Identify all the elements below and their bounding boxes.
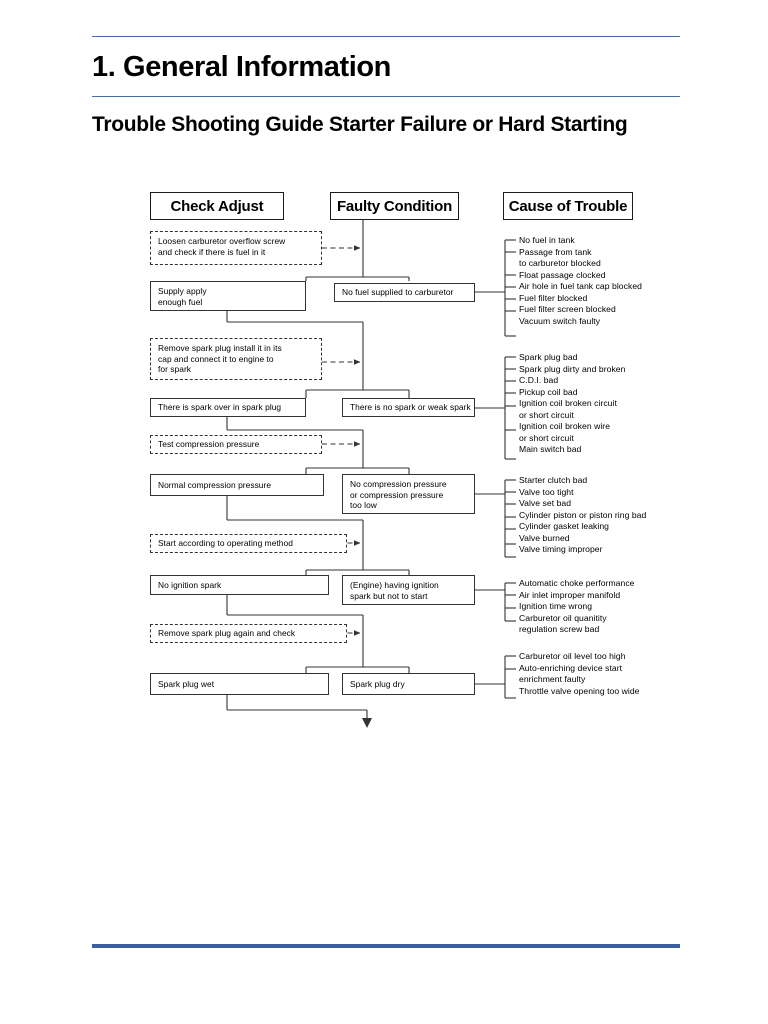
check-box-2-line-2: cap and connect it to engine to xyxy=(158,353,274,364)
ok-box-4: No ignition spark xyxy=(150,575,329,595)
header-rule-bottom xyxy=(92,96,680,97)
check-box-3: Test compression pressure xyxy=(150,435,322,454)
check-box-2: Remove spark plug install it in its cap … xyxy=(150,338,322,380)
cause-item: Air inlet improper manifold xyxy=(519,589,621,600)
cause-item: Throttle valve opening too wide xyxy=(519,685,640,696)
fault-box-2: There is no spark or weak spark xyxy=(342,398,475,417)
page-title: 1. General Information xyxy=(92,51,391,83)
subtitle-line-2: Starter Failure or Hard Starting xyxy=(328,113,628,136)
column-header-faulty-condition: Faulty Condition xyxy=(330,192,459,220)
column-header-label: Cause of Trouble xyxy=(508,197,628,215)
cause-item: C.D.I. bad xyxy=(519,375,559,385)
cause-item: Spark plug dirty and broken xyxy=(519,363,626,374)
cause-item: Starter clutch bad xyxy=(519,475,588,485)
cause-item: Fuel filter screen blocked xyxy=(519,304,616,314)
check-box-5-line-1: Remove spark plug again and check xyxy=(158,628,296,639)
fault-box-1-line-1: No fuel supplied to carburetor xyxy=(342,287,454,298)
fault-box-3-line-2: or compression pressure xyxy=(350,489,444,500)
ok-box-2: There is spark over in spark plug xyxy=(150,398,306,417)
cause-item: Valve burned xyxy=(519,532,570,543)
check-box-1-line-2: and check if there is fuel in it xyxy=(158,246,266,257)
fault-box-3-line-1: No compression pressure xyxy=(350,479,447,489)
cause-item: Fuel filter blocked xyxy=(519,292,588,303)
cause-item: Auto-enriching device start xyxy=(519,662,623,673)
cause-item: Carburetor oil quanitity xyxy=(519,612,607,623)
fault-box-5: Spark plug dry xyxy=(342,673,475,695)
subtitle-line-1: Trouble Shooting Guide xyxy=(92,113,324,136)
ok-box-3: Normal compression pressure xyxy=(150,474,324,496)
ok-box-5-line-1: Spark plug wet xyxy=(158,678,215,689)
ok-box-2-line-1: There is spark over in spark plug xyxy=(158,402,282,413)
column-header-label: Check Adjust xyxy=(170,197,264,215)
flow-terminator-arrow xyxy=(362,718,372,728)
column-header-cause-of-trouble: Cause of Trouble xyxy=(503,192,633,220)
cause-item: Pickup coil bad xyxy=(519,386,578,397)
ok-box-1-line-1: Supply apply xyxy=(158,286,207,296)
cause-list-5: Carburetor oil level too high Auto-enric… xyxy=(519,651,640,697)
cause-list-3: Starter clutch bad Valve too tight Valve… xyxy=(519,475,646,556)
cause-item: Carburetor oil level too high xyxy=(519,651,626,661)
footer-rule xyxy=(92,944,680,948)
fault-box-5-line-1: Spark plug dry xyxy=(350,678,405,689)
cause-item: Spark plug bad xyxy=(519,352,578,362)
cause-list-4: Automatic choke performance Air inlet im… xyxy=(519,578,635,636)
ok-box-1-line-2: enough fuel xyxy=(158,296,203,307)
fault-box-4: (Engine) having ignition spark but not t… xyxy=(342,575,475,605)
cause-item: regulation screw bad xyxy=(519,624,600,634)
cause-item: Valve timing improper xyxy=(519,544,603,554)
cause-item: Valve set bad xyxy=(519,498,572,508)
ok-box-3-line-1: Normal compression pressure xyxy=(158,479,272,490)
cause-item: Valve too tight xyxy=(519,486,574,497)
cause-list-1: No fuel in tank Passage from tank to car… xyxy=(519,235,642,327)
header-rule-top xyxy=(92,36,680,37)
cause-item: Passage from tank xyxy=(519,246,592,257)
check-box-1: Loosen carburetor overflow screw and che… xyxy=(150,231,322,265)
cause-item: Vacuum switch faulty xyxy=(519,315,601,326)
cause-item: to carburetor blocked xyxy=(519,258,601,268)
cause-item: Float passage clocked xyxy=(519,269,606,280)
cause-list-2: Spark plug bad Spark plug dirty and brok… xyxy=(519,352,625,456)
cause-item: Ignition time wrong xyxy=(519,601,593,611)
check-box-4: Start according to operating method xyxy=(150,534,347,553)
section-subtitle: Trouble Shooting Guide Starter Failure o… xyxy=(92,112,628,137)
check-box-2-line-1: Remove spark plug install it in its xyxy=(158,343,282,353)
check-box-4-line-1: Start according to operating method xyxy=(158,538,293,549)
fault-box-4-line-1: (Engine) having ignition xyxy=(350,580,439,590)
check-box-5: Remove spark plug again and check xyxy=(150,624,347,643)
column-header-check-adjust: Check Adjust xyxy=(150,192,284,220)
fault-box-2-line-1: There is no spark or weak spark xyxy=(350,402,471,413)
column-header-label: Faulty Condition xyxy=(336,197,453,215)
check-box-1-line-1: Loosen carburetor overflow screw xyxy=(158,236,286,246)
fault-box-3-line-3: too low xyxy=(350,500,377,511)
cause-item: Cylinder piston or piston ring bad xyxy=(519,509,647,520)
fault-box-1: No fuel supplied to carburetor xyxy=(334,283,475,302)
fault-box-3: No compression pressure or compression p… xyxy=(342,474,475,514)
cause-item: Cylinder gasket leaking xyxy=(519,521,609,531)
ok-box-1: Supply apply enough fuel xyxy=(150,281,306,311)
ok-box-5: Spark plug wet xyxy=(150,673,329,695)
cause-item: Automatic choke performance xyxy=(519,578,635,588)
cause-item: Main switch bad xyxy=(519,444,582,454)
check-box-2-line-3: for spark xyxy=(158,364,192,375)
cause-item: Ignition coil broken wire xyxy=(519,421,611,431)
cause-item: No fuel in tank xyxy=(519,235,575,245)
cause-item: enrichment faulty xyxy=(519,674,586,684)
cause-item: Air hole in fuel tank cap blocked xyxy=(519,281,642,291)
fault-box-4-line-2: spark but not to start xyxy=(350,590,428,601)
cause-item: or short circuit xyxy=(519,432,574,443)
cause-item: or short circuit xyxy=(519,409,574,420)
cause-item: Ignition coil broken circuit xyxy=(519,398,617,408)
check-box-3-line-1: Test compression pressure xyxy=(158,439,260,450)
ok-box-4-line-1: No ignition spark xyxy=(158,579,222,590)
